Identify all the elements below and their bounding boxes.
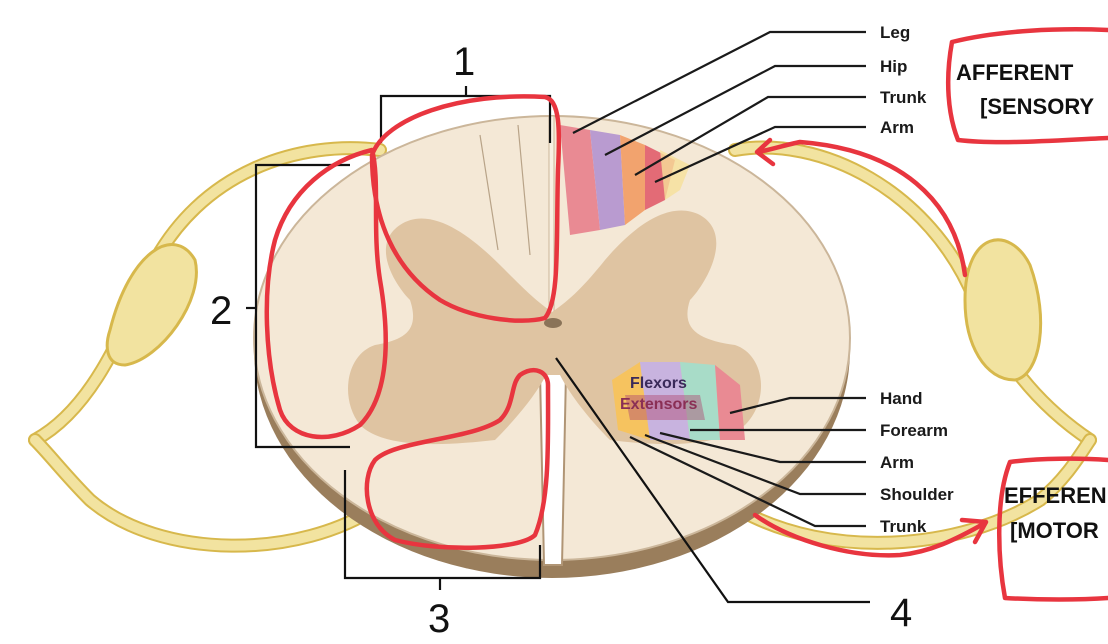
flexors-label: Flexors: [630, 375, 687, 392]
label-leg: Leg: [880, 23, 910, 42]
pointer-4: [555, 357, 870, 604]
red-box-efferent: [997, 456, 1108, 602]
label-trunk-motor: Trunk: [880, 517, 927, 536]
red-outline-region-1: [369, 94, 562, 323]
afferent-sensory-label: [SENSORY: [980, 94, 1094, 119]
label-forearm: Forearm: [880, 421, 948, 440]
bracket-1: [379, 86, 552, 143]
label-trunk-sensory: Trunk: [880, 88, 927, 107]
red-outline-region-2: [264, 147, 388, 440]
left-spinal-nerve: [28, 141, 387, 553]
red-box-afferent: [945, 27, 1108, 145]
red-outline-region-3: [364, 368, 551, 551]
label-hip: Hip: [880, 57, 907, 76]
efferent-label: EFFEREN: [1004, 483, 1107, 508]
left-dorsal-root-ganglion: [105, 243, 198, 367]
number-3: 3: [428, 597, 450, 641]
right-dorsal-root-ganglion: [963, 238, 1043, 382]
dorsal-column-color-bands: [560, 125, 690, 235]
efferent-motor-label: [MOTOR: [1010, 518, 1099, 543]
number-2: 2: [210, 289, 232, 333]
bracket-3: [343, 470, 542, 590]
spinal-cord-cross-section: Flexors Extensors: [253, 115, 851, 578]
central-canal: [544, 318, 562, 328]
label-arm-motor: Arm: [880, 453, 914, 472]
number-1: 1: [453, 40, 475, 84]
motor-labels: Hand Forearm Arm Shoulder Trunk: [880, 389, 954, 536]
red-arrow-afferent: [755, 139, 968, 278]
label-hand: Hand: [880, 389, 923, 408]
bracket-2: [246, 163, 350, 449]
number-4: 4: [890, 591, 912, 635]
anterior-median-fissure: [538, 371, 568, 566]
red-annotations: [264, 27, 1108, 602]
motor-leader-lines: [629, 396, 866, 528]
extensors-label: Extensors: [620, 396, 697, 413]
sensory-leader-lines: [572, 30, 866, 183]
afferent-label: AFFERENT: [956, 60, 1074, 85]
red-arrow-efferent: [752, 512, 988, 558]
sensory-labels: Leg Hip Trunk Arm: [880, 23, 927, 137]
ventral-horn-color-bands: [612, 362, 745, 440]
label-arm-sensory: Arm: [880, 118, 914, 137]
label-shoulder: Shoulder: [880, 485, 954, 504]
